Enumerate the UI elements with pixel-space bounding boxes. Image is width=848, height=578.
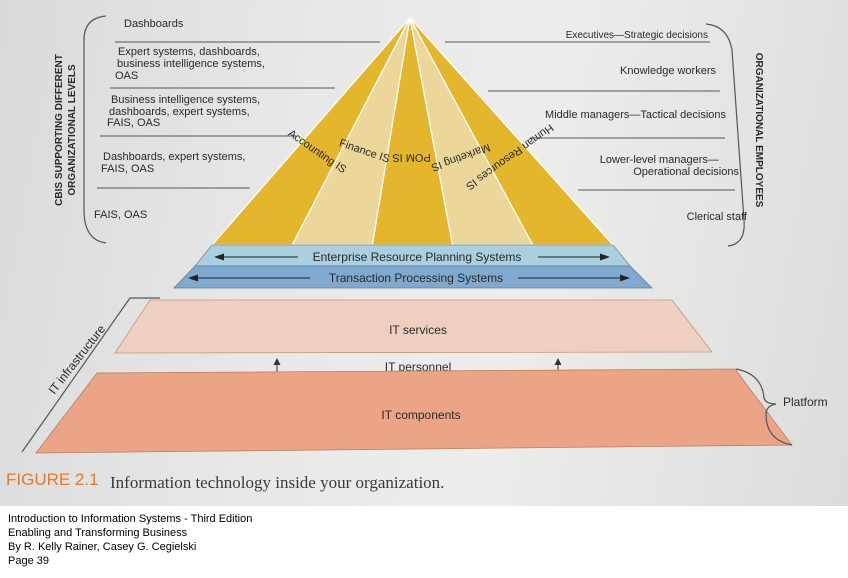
credit-line: Introduction to Information Systems - Th… [8, 513, 253, 525]
tps-label: Transaction Processing Systems [329, 271, 503, 285]
left-level-2: Expert systems, dashboards, business int… [115, 46, 268, 82]
it-organization-diagram: CBIS SUPPORTING DIFFERENT ORGANIZATIONAL… [6, 15, 828, 492]
figure-photo: CBIS SUPPORTING DIFFERENT ORGANIZATIONAL… [0, 0, 848, 506]
figure-number: FIGURE 2.1 [6, 470, 99, 489]
it-components-label: IT components [381, 408, 460, 422]
credit-line: By R. Kelly Rainer, Casey G. Cegielski [8, 541, 197, 553]
platform-label: Platform [783, 395, 828, 409]
tps-right-arrow-head [620, 274, 630, 282]
it-services-band [114, 299, 713, 354]
erp-right-arrow-head [600, 253, 610, 261]
functional-area-label: POM IS [392, 151, 431, 163]
it-infrastructure-bracket [21, 297, 160, 453]
credit-line: Page 39 [8, 555, 49, 567]
right-level-3: Middle managers—Tactical decisions [545, 109, 726, 121]
left-group-label-1: CBIS SUPPORTING DIFFERENT [54, 54, 65, 206]
left-level-5: FAIS, OAS [94, 209, 147, 221]
right-bracket [705, 23, 745, 247]
left-level-4: Dashboards, expert systems, FAIS, OAS [101, 151, 249, 175]
personnel-arrow-right-head [554, 358, 562, 365]
left-level-1: Dashboards [124, 18, 184, 30]
tps-arrows [188, 274, 630, 282]
it-services-label: IT services [389, 323, 447, 337]
right-level-2: Knowledge workers [620, 65, 716, 77]
personnel-arrow-left-head [273, 358, 281, 365]
right-level-4: Lower-level managers— Operational decisi… [600, 154, 740, 178]
right-level-5: Clerical staff [687, 211, 748, 223]
erp-arrows [214, 253, 610, 261]
figure-caption: Information technology inside your organ… [110, 473, 444, 492]
left-bracket [83, 15, 107, 244]
platform-bracket [735, 368, 793, 446]
right-group-label: ORGANIZATIONAL EMPLOYEES [753, 53, 764, 208]
left-group-label-2: ORGANIZATIONAL LEVELS [67, 64, 78, 196]
tps-band [173, 265, 653, 289]
erp-left-arrow-head [214, 253, 224, 261]
right-level-separators [445, 41, 735, 191]
pyramid [210, 17, 615, 246]
left-level-3: Business intelligence systems, dashboard… [107, 94, 263, 129]
left-level-separators [97, 41, 380, 189]
right-level-1: Executives—Strategic decisions [566, 30, 708, 41]
source-credits: Introduction to Information Systems - Th… [8, 512, 252, 568]
tps-left-arrow-head [188, 274, 198, 282]
erp-label: Enterprise Resource Planning Systems [313, 250, 522, 264]
credit-line: Enabling and Transforming Business [8, 527, 188, 539]
